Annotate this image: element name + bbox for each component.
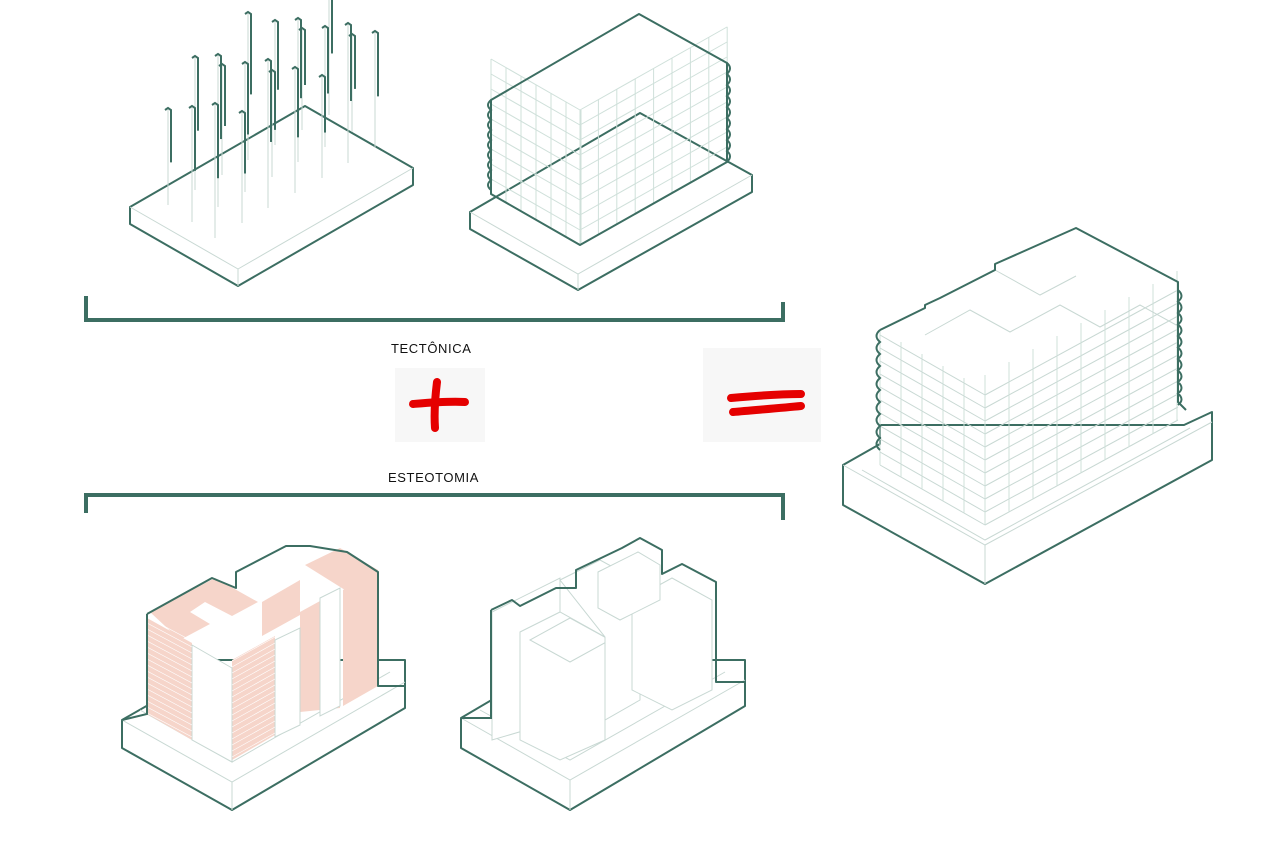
drawing-line [146,652,193,678]
combined-building-diagram [842,227,1213,585]
drawing-stroke [924,304,1179,336]
drawing-line [146,682,193,708]
drawing-line [879,464,986,526]
drawing-line [231,684,276,710]
drawing-line [879,425,986,487]
drawing-line [231,720,276,746]
drawing-line [879,399,986,461]
esteotomia-label: ESTEOTOMIA [388,470,479,485]
drawing-line [231,648,276,674]
drawing-line [231,714,276,740]
drawing-line [146,628,193,654]
drawing-line [879,347,986,409]
plus-icon [409,378,469,432]
drawing-line [146,718,193,744]
massing-white-diagram [460,537,746,811]
drawing-line [231,708,276,734]
drawing-line [231,678,276,704]
massing-filled-diagram [121,545,406,811]
plus-symbol [395,368,485,442]
equals-icon [727,390,805,416]
frame-grid [490,26,728,246]
drawing-line [231,630,276,656]
drawing-line [146,688,193,714]
drawing-line [231,666,276,692]
drawing-line [879,373,986,435]
structural-frame-diagram [469,13,753,291]
drawing-line [146,658,193,684]
drawing-line [146,664,193,690]
drawing-line [231,636,276,662]
drawing-line [146,622,193,648]
drawing-line [146,706,193,732]
drawing-line [146,646,193,672]
drawing-line [146,640,193,666]
drawing-line [231,660,276,686]
drawing-line [146,694,193,720]
drawing-line [146,676,193,702]
drawing-line [231,690,276,716]
drawing-line [879,334,986,396]
drawing-line [231,732,276,758]
drawing-line [231,642,276,668]
drawing-line [879,412,986,474]
drawing-stroke [725,62,731,163]
drawing-line [231,696,276,722]
drawing-line [231,726,276,752]
drawing-line [879,451,986,513]
drawing-line [879,360,986,422]
tectonica-bracket [84,296,785,322]
drawing-line [879,386,986,448]
drawing-stroke [994,269,1077,296]
drawing-line [146,670,193,696]
tectonica-label: TECTÔNICA [391,341,472,356]
drawing-line [231,654,276,680]
drawing-line [146,712,193,738]
drawing-stroke [875,329,882,451]
building-floors [879,269,1179,526]
esteotomia-bracket [84,493,785,520]
drawing-stroke [487,99,493,191]
drawing-line [146,700,193,726]
drawing-line [146,634,193,660]
drawing-line [879,438,986,500]
equals-symbol [703,348,821,442]
drawing-stroke [1176,289,1183,406]
column-grid [164,0,379,238]
facade-hatch [146,616,276,758]
columns-on-slab-diagram [129,0,414,287]
drawing-line [146,616,193,642]
drawing-line [231,702,276,728]
drawing-line [231,672,276,698]
